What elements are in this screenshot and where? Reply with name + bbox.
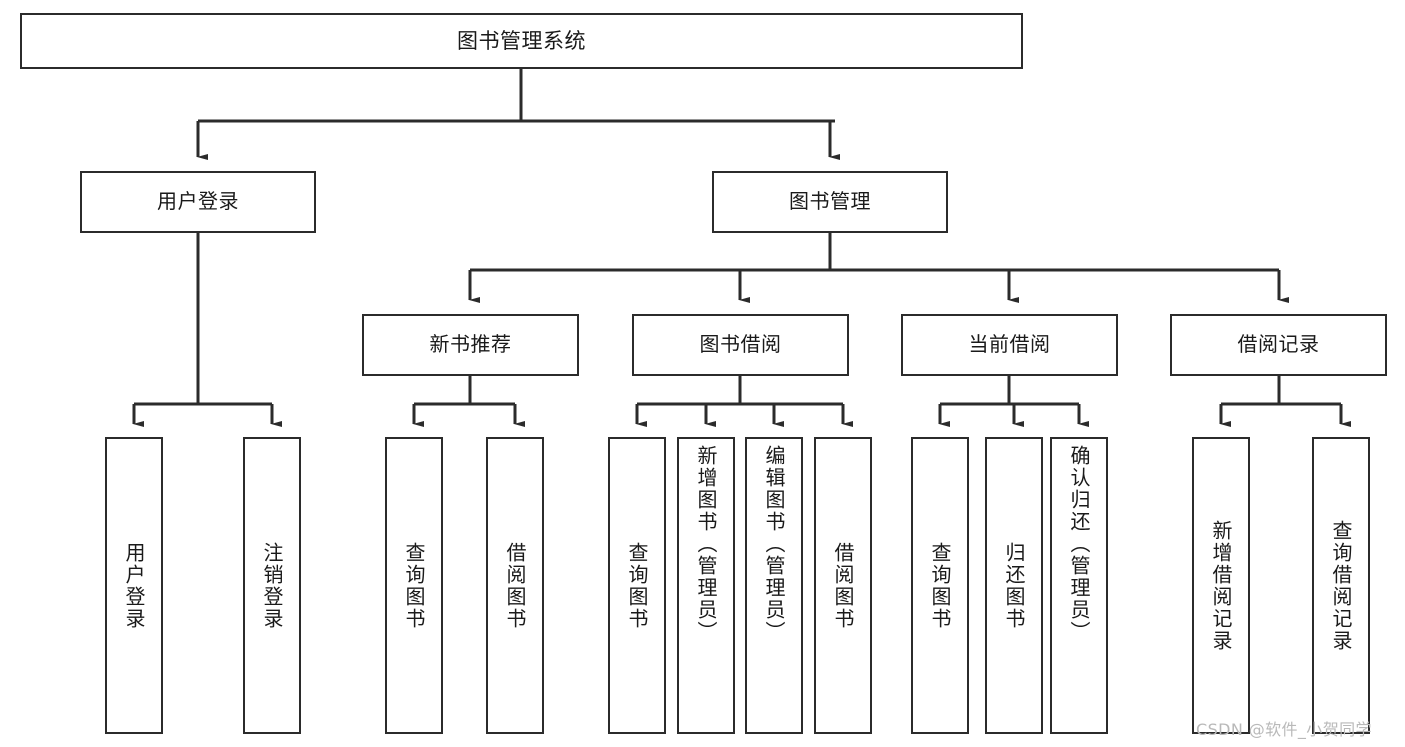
node-book-borrow[interactable]: 图书借阅 <box>632 314 849 376</box>
node-label: 归还图书 <box>1002 541 1026 630</box>
leaf-user-logout[interactable]: 注销登录 <box>243 437 301 734</box>
node-borrow-record[interactable]: 借阅记录 <box>1170 314 1387 376</box>
node-label: 借阅图书 <box>503 541 527 630</box>
node-label: 借阅图书 <box>831 541 855 630</box>
node-user-login-module[interactable]: 用户登录 <box>80 171 316 233</box>
node-root-system[interactable]: 图书管理系统 <box>20 13 1023 69</box>
leaf-record-query[interactable]: 查询借阅记录 <box>1312 437 1370 734</box>
leaf-new-query-book[interactable]: 查询图书 <box>385 437 443 734</box>
node-label: 用户登录 <box>157 189 239 214</box>
node-current-borrow[interactable]: 当前借阅 <box>901 314 1118 376</box>
leaf-current-confirm-return-admin[interactable]: 确认归还（管理员） <box>1050 437 1108 734</box>
node-label: 确认归还（管理员） <box>1067 445 1091 643</box>
node-new-book-recommend[interactable]: 新书推荐 <box>362 314 579 376</box>
node-label: 借阅记录 <box>1237 332 1320 357</box>
node-label: 新书推荐 <box>429 332 512 357</box>
node-label: 用户登录 <box>122 541 146 630</box>
node-label: 当前借阅 <box>968 332 1051 357</box>
node-label: 编辑图书（管理员） <box>762 445 786 643</box>
leaf-borrow-query-book[interactable]: 查询图书 <box>608 437 666 734</box>
node-label: 查询图书 <box>625 541 649 630</box>
node-label: 查询图书 <box>402 541 426 630</box>
leaf-record-add[interactable]: 新增借阅记录 <box>1192 437 1250 734</box>
leaf-current-query-book[interactable]: 查询图书 <box>911 437 969 734</box>
node-book-management-module[interactable]: 图书管理 <box>712 171 948 233</box>
node-label: 图书管理系统 <box>457 28 586 53</box>
leaf-borrow-borrow-book[interactable]: 借阅图书 <box>814 437 872 734</box>
csdn-watermark: CSDN @软件_小贺同学 <box>1196 720 1372 739</box>
leaf-borrow-add-book-admin[interactable]: 新增图书（管理员） <box>677 437 735 734</box>
node-label: 注销登录 <box>260 541 284 630</box>
leaf-borrow-edit-book-admin[interactable]: 编辑图书（管理员） <box>745 437 803 734</box>
node-label: 图书管理 <box>789 189 871 214</box>
leaf-new-borrow-book[interactable]: 借阅图书 <box>486 437 544 734</box>
node-label: 新增图书（管理员） <box>694 445 718 643</box>
leaf-current-return-book[interactable]: 归还图书 <box>985 437 1043 734</box>
leaf-user-login[interactable]: 用户登录 <box>105 437 163 734</box>
node-label: 查询借阅记录 <box>1329 519 1353 652</box>
node-label: 查询图书 <box>928 541 952 630</box>
node-label: 图书借阅 <box>699 332 782 357</box>
node-label: 新增借阅记录 <box>1209 519 1233 652</box>
